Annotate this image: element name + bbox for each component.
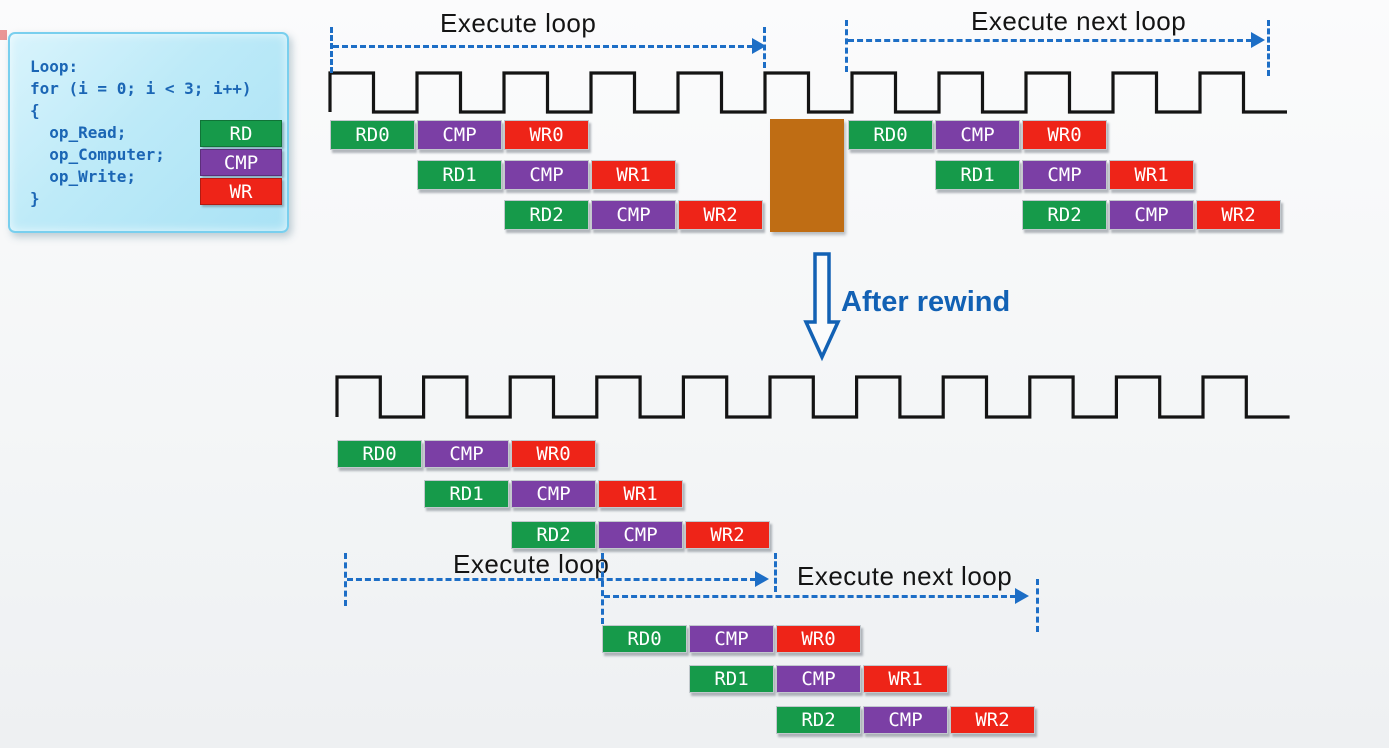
pipeline-stage-rd2: RD2 [776, 706, 861, 734]
pipeline-stage-rd0: RD0 [337, 440, 422, 468]
span-start-tick [845, 20, 848, 72]
pipeline-stage-cmp: CMP [591, 200, 676, 230]
pipeline-stage-wr2: WR2 [950, 706, 1035, 734]
clock-waveform-bottom [335, 375, 1290, 419]
pipeline-stage-wr0: WR0 [504, 120, 589, 150]
left-edge-red-marker [0, 30, 7, 40]
pipeline-stage-cmp: CMP [424, 440, 509, 468]
pipeline-stage-cmp: CMP [935, 120, 1020, 150]
pipeline-stage-wr0: WR0 [1022, 120, 1107, 150]
after-rewind-down-arrow-icon [803, 252, 841, 362]
pipeline-stage-cmp: CMP [598, 521, 683, 549]
arrow-right-icon [1015, 588, 1029, 604]
pipeline-stage-wr1: WR1 [598, 480, 683, 508]
span-end-tick [1267, 20, 1270, 76]
pipeline-stage-rd0: RD0 [602, 625, 687, 653]
pipeline-stage-wr2: WR2 [685, 521, 770, 549]
span-start-tick [344, 553, 347, 606]
span-end-tick [1036, 579, 1039, 632]
pipeline-stage-cmp: CMP [417, 120, 502, 150]
pipeline-stage-wr1: WR1 [863, 665, 948, 693]
code-line: for (i = 0; i < 3; i++) [30, 79, 252, 98]
pipeline-stage-rd2: RD2 [1022, 200, 1107, 230]
code-line: op_Write; [30, 167, 136, 186]
span-dashed-line [848, 39, 1252, 42]
span-dashed-line [333, 45, 753, 48]
pipeline-stage-rd2: RD2 [504, 200, 589, 230]
pipeline-stage-cmp: CMP [511, 480, 596, 508]
rewind-stall-block [770, 119, 844, 232]
bottom-execute-loop-label: Execute loop [453, 549, 610, 579]
code-line: op_Computer; [30, 145, 165, 164]
pipeline-stage-cmp: CMP [689, 625, 774, 653]
arrow-right-icon [752, 38, 766, 54]
pipeline-stage-wr1: WR1 [1109, 160, 1194, 190]
pipeline-stage-wr2: WR2 [1196, 200, 1281, 230]
pipeline-stage-rd0: RD0 [330, 120, 415, 150]
pipeline-stage-cmp: CMP [1109, 200, 1194, 230]
pipeline-stage-rd1: RD1 [935, 160, 1020, 190]
legend-write-box: WR [200, 178, 282, 205]
pipeline-stage-rd1: RD1 [424, 480, 509, 508]
loop-code: Loop: for (i = 0; i < 3; i++) { op_Read;… [30, 56, 252, 210]
bottom-execute-next-loop-label: Execute next loop [797, 561, 1013, 591]
span-start-tick [330, 27, 333, 73]
pipeline-stage-wr0: WR0 [511, 440, 596, 468]
span-end-tick [774, 553, 777, 592]
pipeline-stage-cmp: CMP [504, 160, 589, 190]
span-end-tick [763, 27, 766, 68]
pipeline-stage-rd1: RD1 [689, 665, 774, 693]
top-execute-next-loop-label: Execute next loop [971, 6, 1187, 36]
code-line: Loop: [30, 57, 79, 76]
span-start-tick [601, 553, 604, 624]
pipeline-stage-cmp: CMP [863, 706, 948, 734]
arrow-right-icon [755, 571, 769, 587]
pipeline-stage-rd2: RD2 [511, 521, 596, 549]
clock-waveform-top [328, 71, 1287, 114]
pipeline-stage-wr1: WR1 [591, 160, 676, 190]
span-dashed-line [347, 578, 756, 581]
legend-read-box: RD [200, 120, 282, 147]
pipeline-stage-wr2: WR2 [678, 200, 763, 230]
pipeline-stage-cmp: CMP [776, 665, 861, 693]
legend-compute-box: CMP [200, 149, 282, 176]
code-line: { [30, 101, 40, 120]
code-line: op_Read; [30, 123, 127, 142]
pipeline-stage-cmp: CMP [1022, 160, 1107, 190]
span-dashed-line [604, 595, 1016, 598]
stage-legend: RD CMP WR [200, 120, 282, 207]
top-execute-loop-label: Execute loop [440, 8, 597, 38]
pipeline-stage-rd1: RD1 [417, 160, 502, 190]
pipeline-stage-rd0: RD0 [848, 120, 933, 150]
pipeline-stage-wr0: WR0 [776, 625, 861, 653]
code-line: } [30, 189, 40, 208]
after-rewind-label: After rewind [841, 286, 1011, 318]
arrow-right-icon [1251, 32, 1265, 48]
